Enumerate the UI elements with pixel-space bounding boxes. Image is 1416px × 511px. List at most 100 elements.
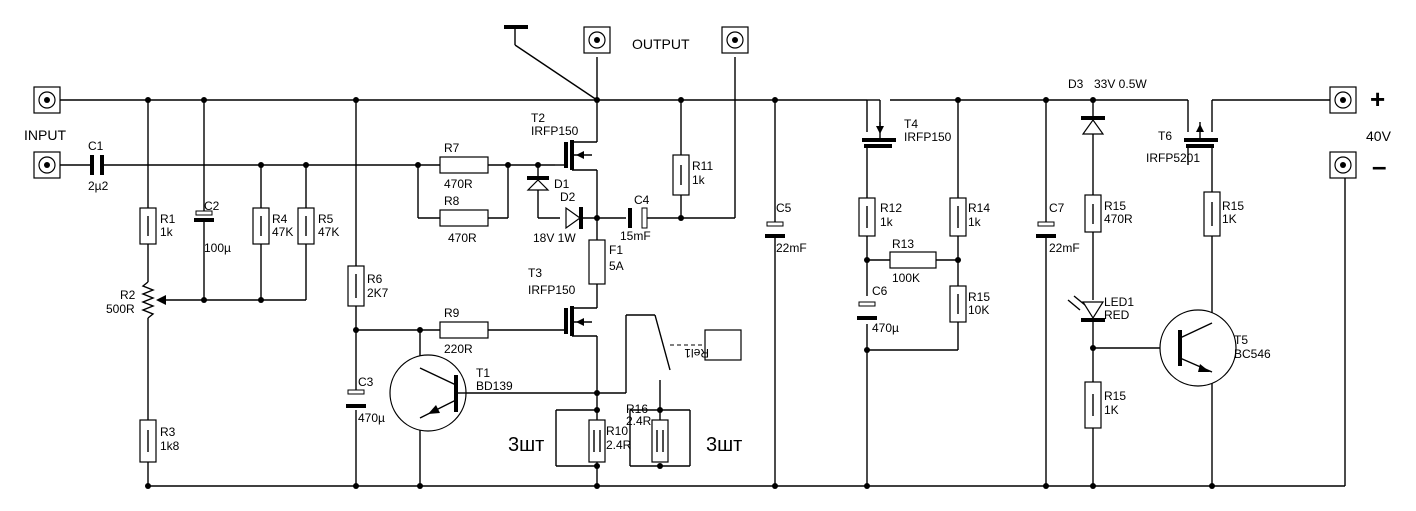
led1-name: LED1 <box>1104 295 1134 309</box>
led-led1 <box>1067 295 1105 322</box>
diode-d2 <box>565 206 583 230</box>
capacitor-c5 <box>765 221 785 238</box>
r15-1k-led-value: 1K <box>1104 403 1119 417</box>
c7-name: C7 <box>1049 201 1065 215</box>
c2-name: C2 <box>204 199 220 213</box>
wires <box>57 57 1346 487</box>
resistor-r16 <box>651 419 669 463</box>
resistor-r8 <box>439 209 489 227</box>
t1-value: BD139 <box>476 379 513 393</box>
resistor-r10 <box>588 419 606 463</box>
label-count-right: 3шт <box>706 434 742 456</box>
d1-name: D1 <box>554 177 570 191</box>
label-input: INPUT <box>24 127 66 143</box>
t5-name: T5 <box>1234 333 1248 347</box>
mosfet-t4 <box>862 122 896 148</box>
label-output: OUTPUT <box>632 36 690 52</box>
r10-name: R10 <box>606 424 628 438</box>
potentiometer-r2 <box>141 281 166 319</box>
r13-name: R13 <box>892 237 914 251</box>
label-supply-voltage: 40V <box>1366 128 1392 144</box>
mosfet-t3 <box>564 306 598 345</box>
r13-value: 100K <box>892 271 920 285</box>
c1-name: C1 <box>88 139 104 153</box>
diode-d3 <box>1081 116 1105 135</box>
terminal-output-right <box>721 26 749 54</box>
r8-name: R8 <box>444 194 460 208</box>
terminal-supply-plus <box>1329 86 1357 114</box>
r16-name: R16 <box>626 402 648 416</box>
r15-470r-name: R15 <box>1104 199 1126 213</box>
r15-1k-led-name: R15 <box>1104 389 1126 403</box>
t4-value: IRFP150 <box>904 130 952 144</box>
terminal-input-bottom <box>33 151 61 179</box>
t3-value: IRFP150 <box>528 283 576 297</box>
t6-name: T6 <box>1158 129 1172 143</box>
r6-name: R6 <box>367 272 383 286</box>
capacitor-c3 <box>346 389 366 408</box>
r9-value: 220R <box>444 342 473 356</box>
resistor-r7 <box>439 156 489 174</box>
f1-name: F1 <box>609 243 623 257</box>
capacitor-c1 <box>90 155 104 175</box>
r6-value: 2K7 <box>367 286 389 300</box>
led1-value: RED <box>1104 308 1130 322</box>
c1-value: 2µ2 <box>88 179 109 193</box>
r8-value: 470R <box>448 231 477 245</box>
r15-1k-t6-value: 1K <box>1222 212 1237 226</box>
terminal-output-left <box>583 26 611 54</box>
terminal-input-top <box>33 86 61 114</box>
mosfet-t2 <box>555 140 597 171</box>
r15-10k-value: 10K <box>968 303 989 317</box>
capacitor-c4 <box>628 207 648 229</box>
r1-value: 1k <box>160 225 174 239</box>
t3-name: T3 <box>528 266 542 280</box>
r4-name: R4 <box>272 212 288 226</box>
r14-name: R14 <box>968 201 990 215</box>
labels: INPUT OUTPUT + – 40V 3шт 3шт C1 2µ2 C2 1… <box>24 36 1392 456</box>
c3-name: C3 <box>358 375 374 389</box>
r11-value: 1k <box>692 173 706 187</box>
d3-value: 33V 0.5W <box>1094 77 1147 91</box>
r11-name: R11 <box>692 159 713 173</box>
r2-name: R2 <box>120 288 136 302</box>
c6-name: C6 <box>872 284 888 298</box>
terminal-supply-minus <box>1329 151 1357 179</box>
c3-value: 470µ <box>358 411 385 425</box>
d2-name: D2 <box>560 190 576 204</box>
capacitor-c6 <box>857 301 877 320</box>
resistor-r9 <box>439 321 489 339</box>
c2-value: 100µ <box>204 241 231 255</box>
r12-value: 1k <box>880 215 894 229</box>
d2-value: 18V 1W <box>533 231 576 245</box>
f1-value: 5A <box>609 259 624 273</box>
c5-name: C5 <box>776 201 792 215</box>
r15-1k-t6-name: R15 <box>1222 199 1244 213</box>
c7-value: 22mF <box>1049 241 1080 255</box>
r10-value: 2.4R <box>606 438 632 452</box>
t2-value: IRFP150 <box>531 124 579 138</box>
t4-name: T4 <box>904 117 918 131</box>
label-count-left: 3шт <box>508 434 544 456</box>
c5-value: 22mF <box>776 241 807 255</box>
bjt-t5 <box>1159 309 1237 387</box>
fuse-f1 <box>588 239 606 285</box>
c6-value: 470µ <box>872 321 899 335</box>
relay-rel1 <box>654 314 742 371</box>
c4-name: C4 <box>634 193 650 207</box>
r3-name: R3 <box>160 425 176 439</box>
mosfet-t6 <box>1184 122 1218 148</box>
r3-value: 1k8 <box>160 439 180 453</box>
capacitor-c2 <box>194 210 214 222</box>
t1-name: T1 <box>476 366 490 380</box>
r4-value: 47K <box>272 225 293 239</box>
r15-470r-value: 470R <box>1104 212 1133 226</box>
ground-bar-symbol <box>504 25 598 101</box>
resistor-r13 <box>889 251 937 269</box>
t5-value: BC546 <box>1234 347 1271 361</box>
d3-name: D3 <box>1068 77 1084 91</box>
r12-name: R12 <box>880 201 902 215</box>
bjt-t1 <box>389 354 467 432</box>
r1-name: R1 <box>160 212 176 226</box>
